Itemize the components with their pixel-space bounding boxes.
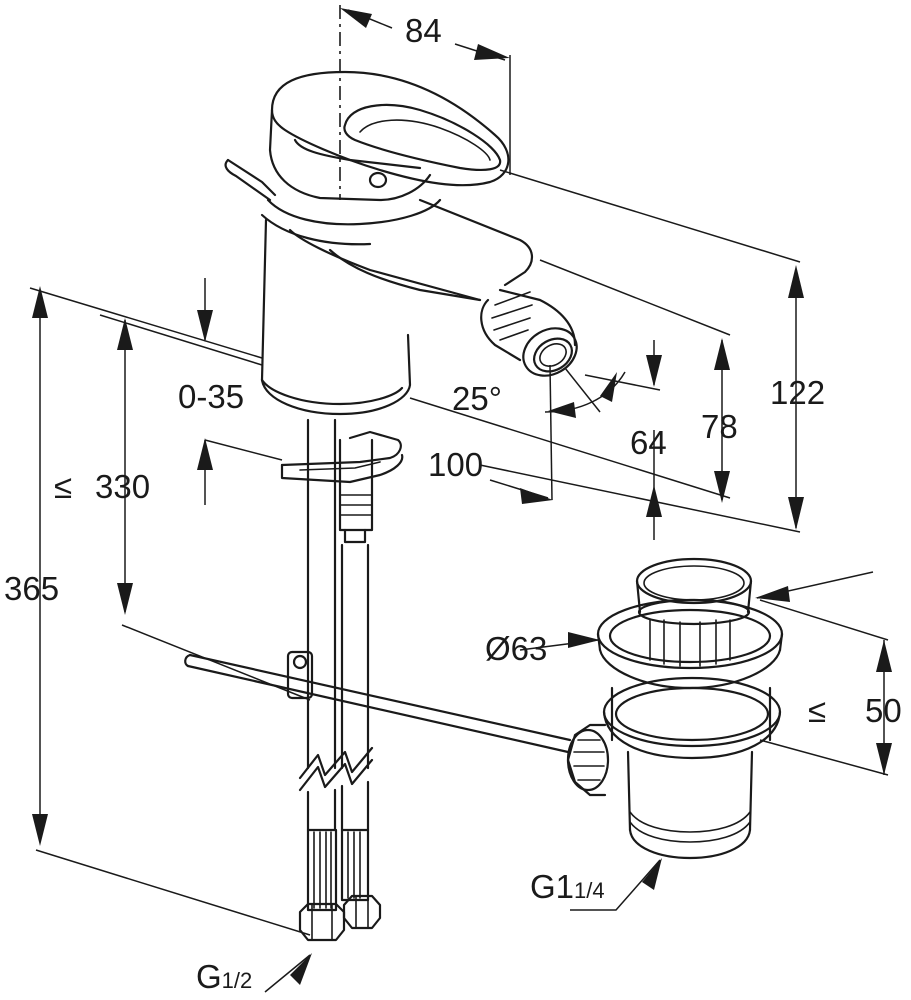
supply-thread-label: G1/2 — [196, 958, 252, 995]
aerator-nozzle — [480, 288, 578, 377]
dim-hose-length: 330 — [95, 468, 150, 505]
dim-height-total: 122 — [770, 374, 825, 411]
dim-spout-angle: 25° — [452, 380, 502, 417]
drain-assembly — [566, 557, 784, 860]
faucet-body — [224, 70, 578, 416]
drain-thread-main: G1 — [530, 868, 574, 905]
dimension-arrows — [32, 8, 892, 985]
dim-drain-depth: 50 — [865, 692, 902, 729]
dim-height-spout: 78 — [701, 408, 738, 445]
supply-hoses — [280, 418, 404, 942]
dim-width-top: 84 — [405, 12, 442, 49]
dim-height-below-spout: 64 — [630, 424, 667, 461]
dim-overall-height: 365 — [4, 570, 59, 607]
supply-thread-main: G — [196, 958, 222, 995]
dim-drain-depth-prefix: ≤ — [808, 692, 826, 729]
drain-thread-sub: 1/4 — [574, 878, 605, 903]
supply-thread-sub: 1/2 — [222, 968, 253, 993]
drain-thread-label: G11/4 — [530, 868, 605, 905]
dimension-lines — [29, 9, 889, 993]
popup-rod — [184, 650, 572, 754]
dim-hose-length-prefix: ≤ — [54, 468, 72, 505]
dimension-labels: 84 122 78 64 25° 100 0-35 ≤ 330 365 Ø63 … — [4, 12, 902, 995]
dim-projection: 100 — [428, 446, 483, 483]
dim-deck-thickness: 0-35 — [178, 378, 244, 415]
dim-drain-diameter: Ø63 — [485, 630, 547, 667]
